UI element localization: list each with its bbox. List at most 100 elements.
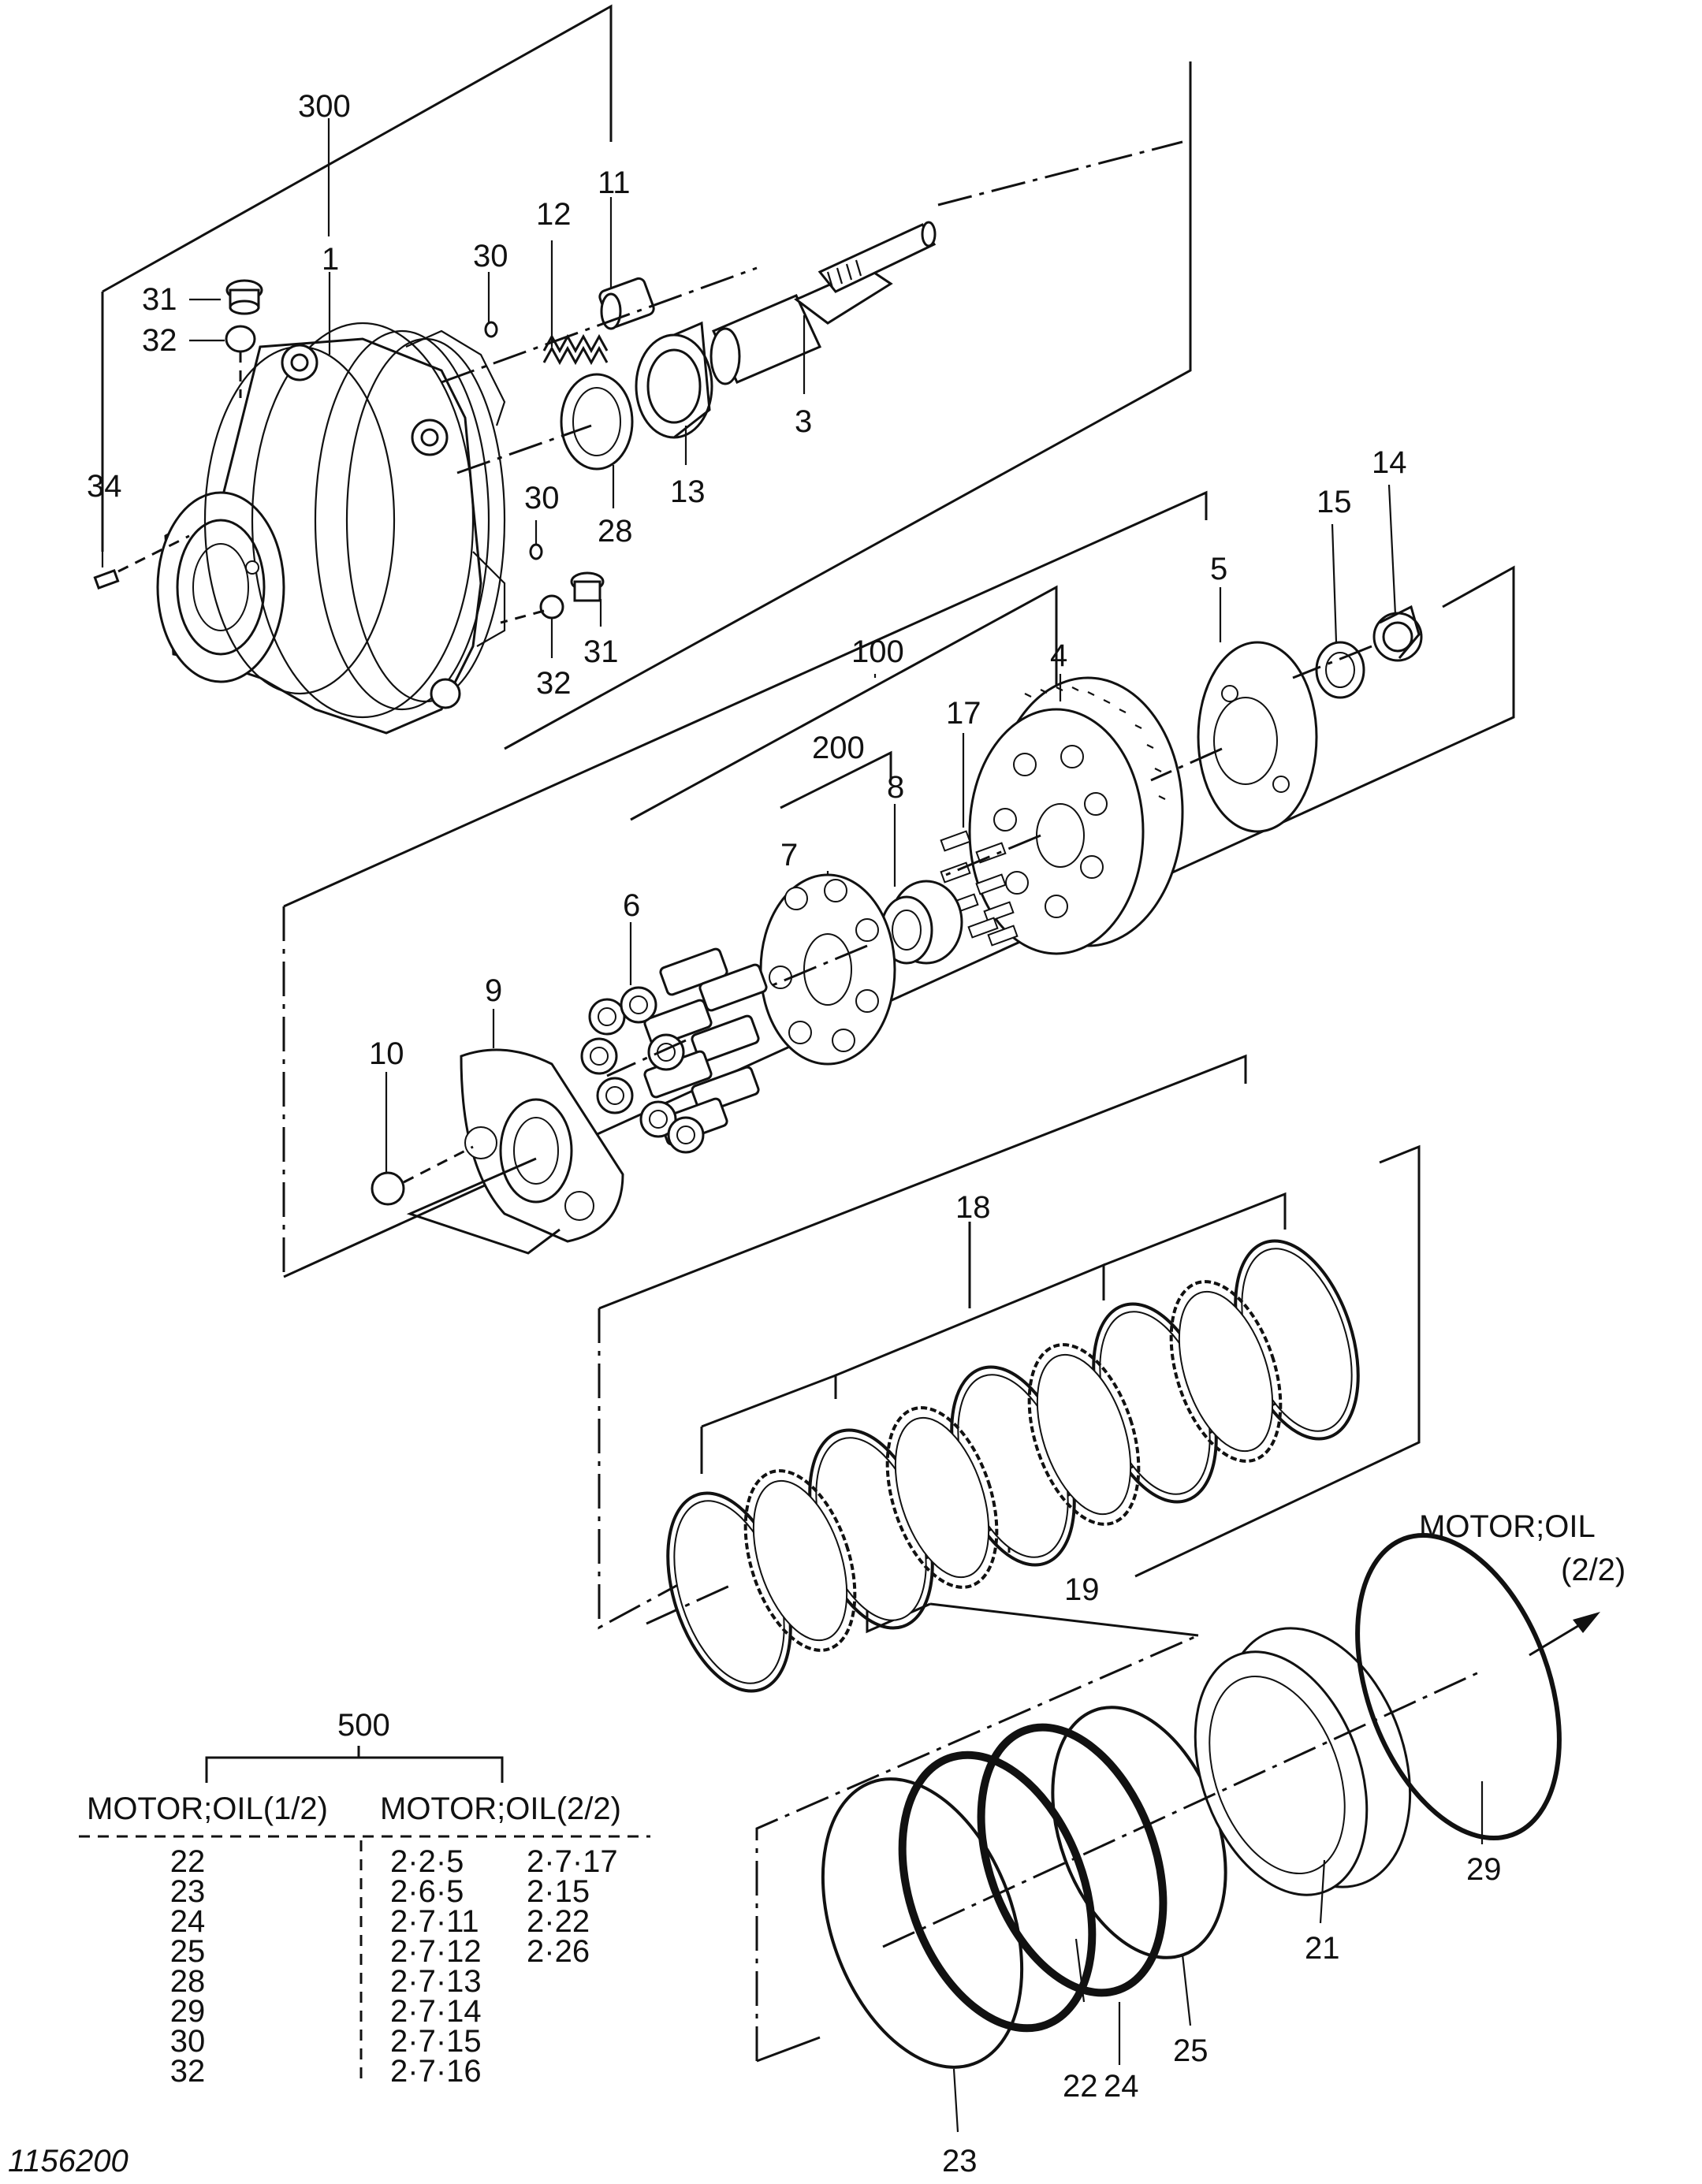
kit-col3-list: 2·7·172·152·222·26 (527, 1844, 618, 1969)
kit-item: 2·7·13 (390, 1964, 482, 1999)
part-28-seal (560, 373, 634, 471)
group-100-centerlines (406, 645, 1372, 1255)
callout-15: 15 (1317, 485, 1352, 519)
kit-item: 2·15 (527, 1874, 590, 1909)
callout-7: 7 (780, 838, 798, 872)
kit-item: 24 (170, 1904, 206, 1939)
reference-page: (2/2) (1561, 1553, 1626, 1587)
callout-1: 1 (322, 242, 339, 277)
part-4-gear (968, 676, 1184, 955)
part-10-ball (371, 1145, 474, 1206)
callout-23: 23 (942, 2144, 978, 2178)
callout-14: 14 (1372, 445, 1407, 480)
part-31-plug-bottom (570, 571, 605, 602)
callout-3: 3 (795, 404, 812, 439)
callout-32-bottom: 32 (536, 666, 572, 701)
kit-item: 22 (170, 1844, 206, 1879)
callout-11: 11 (598, 166, 631, 200)
callout-18: 18 (955, 1190, 991, 1225)
kit-item: 2·6·5 (390, 1874, 464, 1909)
part-32-oring-top (225, 325, 256, 398)
callout-34: 34 (87, 469, 122, 504)
callout-31-bottom: 31 (583, 634, 619, 669)
kit-item: 2·7·15 (390, 2024, 482, 2059)
part-3-shaft (709, 221, 937, 385)
callout-8: 8 (887, 770, 904, 805)
callout-9: 9 (485, 973, 502, 1008)
kit-item: 25 (170, 1934, 206, 1969)
group-300-centerlines (441, 140, 1183, 474)
group-300-bracket (101, 4, 1192, 750)
callout-6: 6 (623, 888, 640, 923)
callout-30-top: 30 (473, 239, 508, 273)
kit-item: 2·2·5 (390, 1844, 464, 1879)
kit-item: 2·7·12 (390, 1934, 482, 1969)
kit-table: 500 MOTOR;OIL(1/2) MOTOR;OIL(2/2) 222324… (79, 1708, 650, 2089)
kit-item: 2·22 (527, 1904, 590, 1939)
callout-5: 5 (1210, 552, 1227, 586)
part-30-orifice-bottom (529, 543, 543, 560)
callout-32-top: 32 (142, 323, 177, 358)
kit-col2-list: 2·2·52·6·52·7·112·7·122·7·132·7·142·7·15… (390, 1844, 482, 2089)
part-30-orifice-top (484, 321, 498, 338)
callout-30-bottom: 30 (524, 481, 560, 515)
kit-item: 28 (170, 1964, 206, 1999)
part-9-swash-plate (460, 1048, 624, 1243)
kit-item: 2·7·14 (390, 1994, 482, 2029)
callout-4: 4 (1050, 638, 1067, 673)
part-15-ring (1315, 641, 1365, 699)
callout-17: 17 (946, 696, 981, 731)
part-6-pistons (580, 947, 768, 1154)
callout-25: 25 (1173, 2033, 1209, 2068)
kit-col2-header: MOTOR;OIL(2/2) (380, 1791, 621, 1826)
part-23-ring (821, 1777, 1024, 2069)
arrow-icon (1529, 1612, 1600, 1657)
callout-leaders (101, 118, 1484, 2133)
callout-31-top: 31 (142, 282, 177, 317)
part-29-oring (1355, 1532, 1562, 1841)
part-1-housing (156, 322, 506, 735)
part-24-ring (977, 1723, 1168, 1997)
kit-item: 32 (170, 2054, 206, 2089)
callout-13: 13 (670, 474, 706, 509)
part-22-ring (898, 1751, 1097, 2033)
part-32-oring-bottom (500, 594, 564, 624)
kit-item: 2·7·17 (527, 1844, 618, 1879)
kit-item: 23 (170, 1874, 206, 1909)
kit-item: 2·7·11 (390, 1904, 479, 1939)
drawing-number: 1156200 (8, 2144, 128, 2178)
callout-12: 12 (536, 197, 572, 232)
kit-item: 2·26 (527, 1934, 590, 1969)
group-100-bracket (282, 490, 1515, 1278)
kit-item: 2·7·16 (390, 2054, 482, 2089)
callout-28: 28 (598, 514, 633, 549)
plates-centerline (646, 1583, 734, 1625)
part-5-plate (1197, 641, 1318, 833)
part-13-bearing (635, 321, 713, 439)
part-34-plug (93, 534, 190, 590)
kit-item: 29 (170, 1994, 206, 2029)
callout-21: 21 (1305, 1931, 1340, 1966)
kit-number: 500 (337, 1708, 390, 1743)
part-31-plug-top (225, 279, 263, 315)
reference-label: MOTOR;OIL (1419, 1509, 1596, 1544)
part-7-retainer (759, 873, 896, 1066)
kit-item: 30 (170, 2024, 206, 2059)
callout-22: 22 (1063, 2069, 1098, 2104)
kit-col1-header: MOTOR;OIL(1/2) (87, 1791, 328, 1826)
callout-300: 300 (298, 89, 351, 124)
callout-10: 10 (369, 1036, 404, 1071)
friction-plates (743, 1280, 1283, 1652)
part-14-bearing (1372, 605, 1423, 662)
lower-bracket (755, 1602, 1199, 2063)
callout-19: 19 (1064, 1572, 1100, 1607)
callout-200: 200 (812, 731, 865, 765)
part-11-sleeve (598, 277, 655, 330)
callout-29: 29 (1466, 1852, 1502, 1887)
part-21-piston (1194, 1627, 1412, 1896)
callout-24: 24 (1104, 2069, 1139, 2104)
callout-100: 100 (851, 634, 904, 669)
